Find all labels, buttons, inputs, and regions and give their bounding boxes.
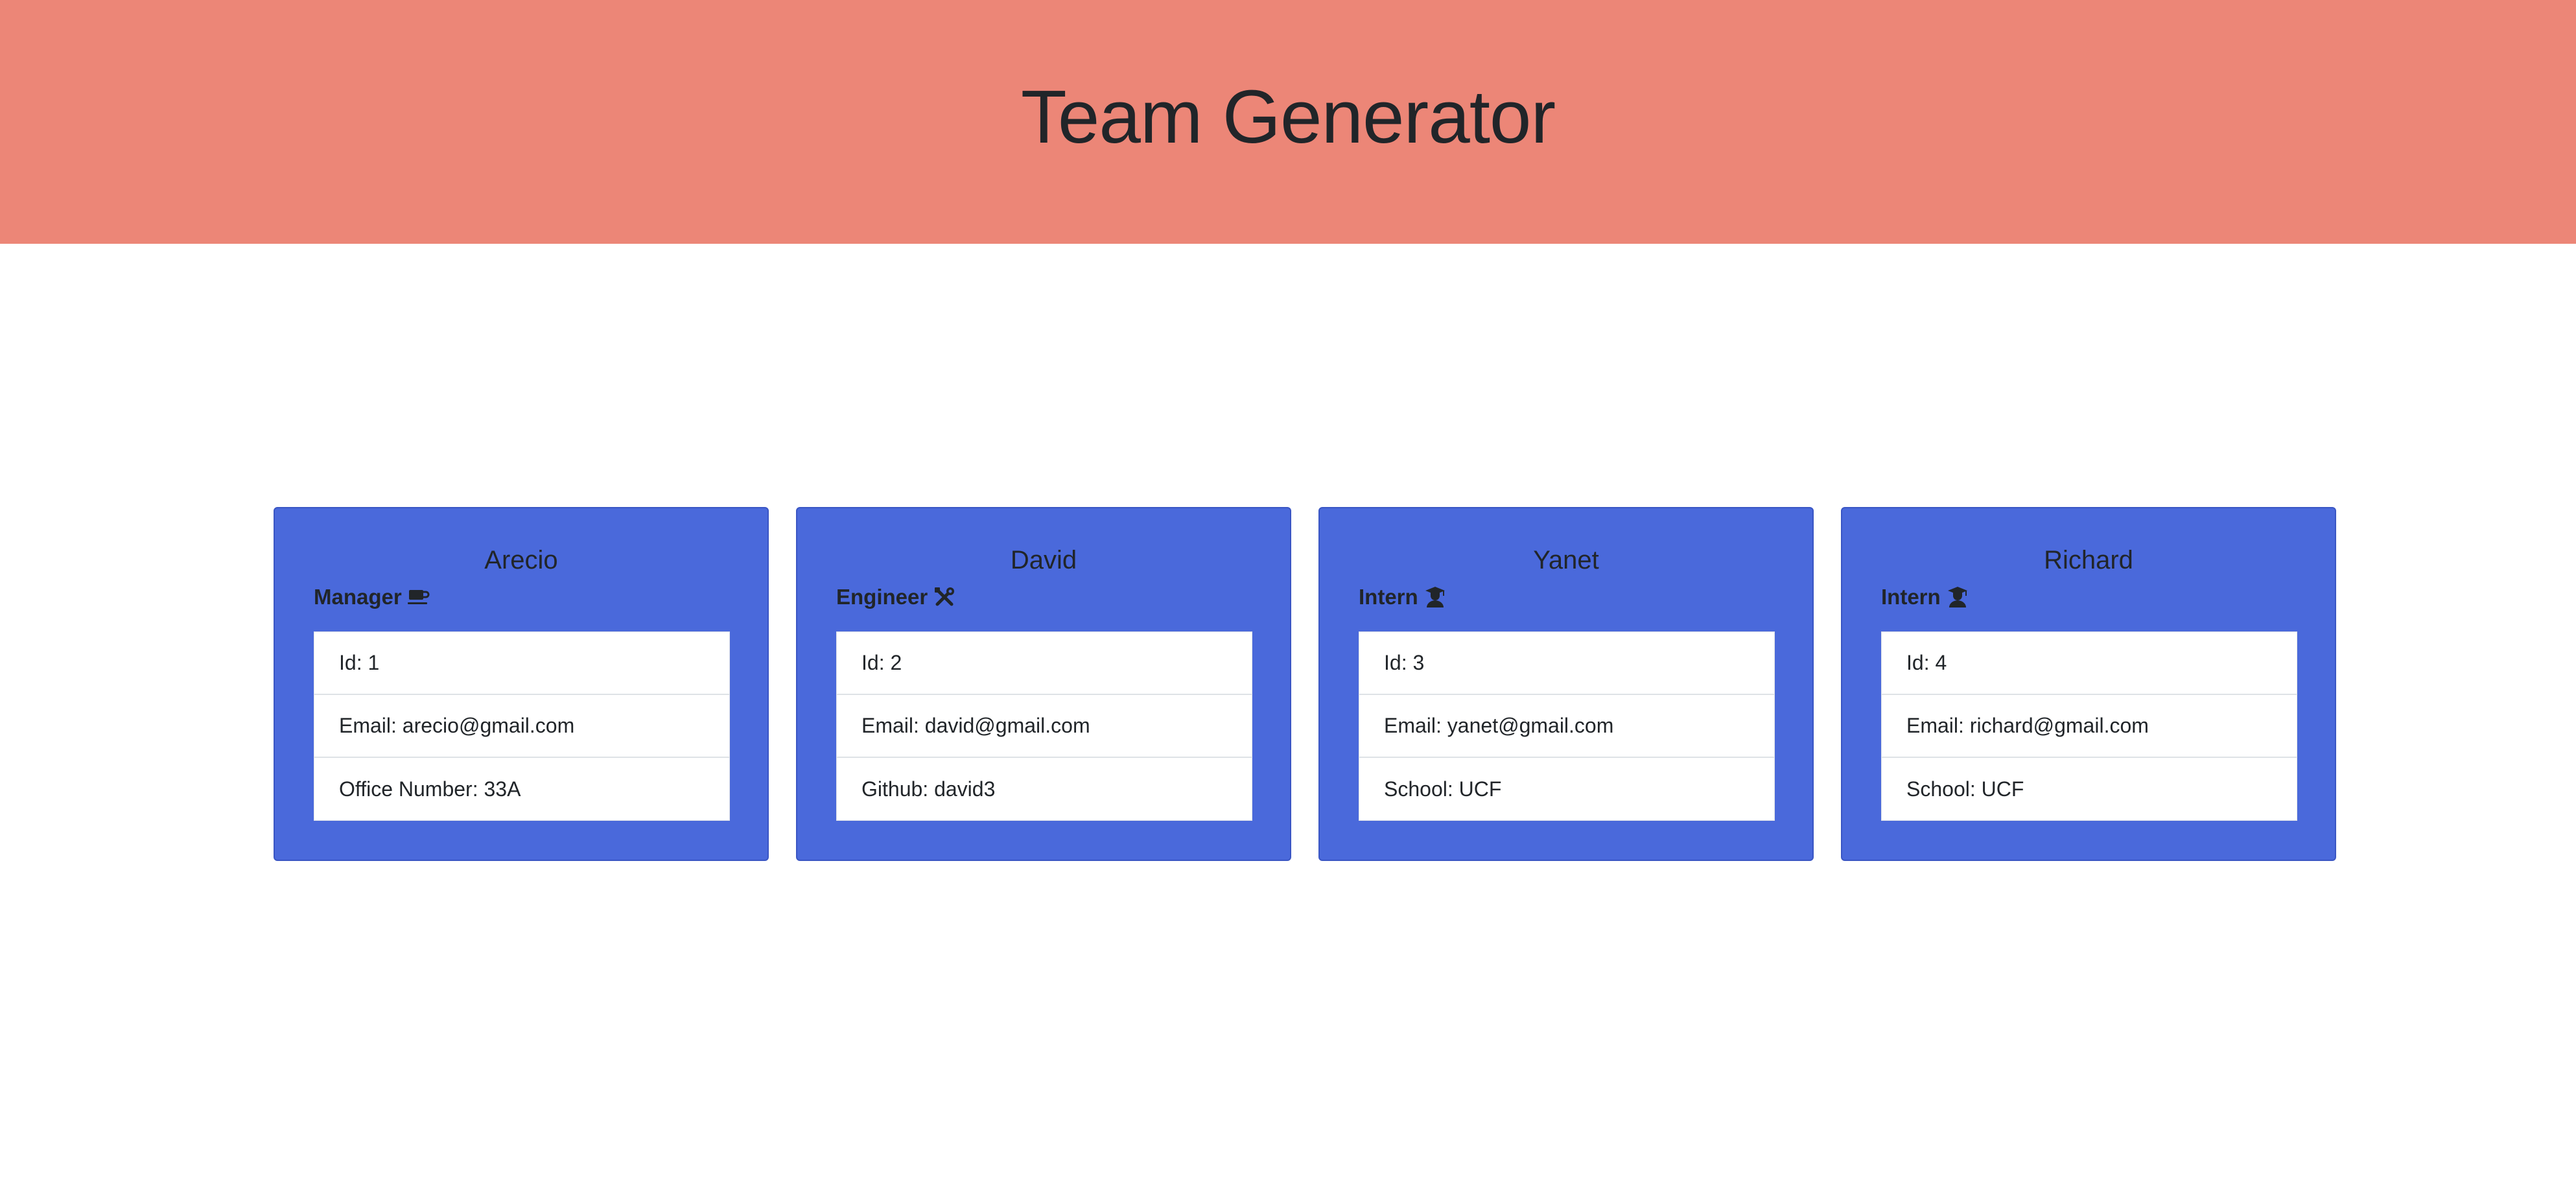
- employee-id: Id: 1: [314, 632, 729, 695]
- employee-office-number: Office Number: 33A: [339, 777, 521, 801]
- employee-role: Manager: [314, 585, 432, 609]
- employee-email: Email: david@gmail.com: [837, 695, 1252, 758]
- page-title: Team Generator: [1020, 75, 1556, 159]
- employee-card-engineer: David Engineer Id: 2 Email: david@gmail.…: [796, 507, 1291, 861]
- employee-role: Intern: [1881, 585, 1971, 609]
- employee-name: Richard: [2044, 546, 2133, 574]
- employee-card-manager: Arecio Manager Id: 1 Email: arecio@gmail…: [274, 507, 769, 861]
- coffee-mug-icon: [406, 585, 432, 609]
- employee-name: Yanet: [1533, 546, 1599, 574]
- page-header: Team Generator: [0, 0, 2576, 244]
- employee-details-list: Id: 4 Email: richard@gmail.com School: U…: [1881, 631, 2297, 821]
- employee-id: Id: 4: [1882, 632, 2297, 695]
- employee-details-list: Id: 3 Email: yanet@gmail.com School: UCF: [1359, 631, 1775, 821]
- graduate-icon: [1945, 585, 1971, 609]
- employee-details-list: Id: 2 Email: david@gmail.com Github: dav…: [836, 631, 1252, 821]
- employee-role-label: Intern: [1359, 585, 1418, 609]
- employee-role-label: Intern: [1881, 585, 1941, 609]
- employee-email: Email: yanet@gmail.com: [1359, 695, 1774, 758]
- employee-id: Id: 2: [837, 632, 1252, 695]
- employee-email: Email: arecio@gmail.com: [314, 695, 729, 758]
- employee-school: School: UCF: [1906, 777, 2024, 801]
- employee-role: Intern: [1359, 585, 1448, 609]
- team-cards-container: Arecio Manager Id: 1 Email: arecio@gmail…: [274, 507, 2337, 861]
- employee-card-intern: Yanet Intern Id: 3 Email: yanet@gmail.co…: [1318, 507, 1814, 861]
- employee-name: David: [1010, 546, 1077, 574]
- employee-role-label: Manager: [314, 585, 402, 609]
- employee-role: Engineer: [836, 585, 957, 609]
- employee-card-intern: Richard Intern Id: 4 Email: richard@gmai…: [1841, 507, 2336, 861]
- employee-school: School: UCF: [1384, 777, 1502, 801]
- graduate-icon: [1422, 585, 1448, 609]
- employee-id: Id: 3: [1359, 632, 1774, 695]
- employee-name: Arecio: [484, 546, 558, 574]
- employee-details-list: Id: 1 Email: arecio@gmail.com Office Num…: [314, 631, 730, 821]
- employee-role-label: Engineer: [836, 585, 928, 609]
- employee-email: Email: richard@gmail.com: [1882, 695, 2297, 758]
- employee-github: Github: david3: [861, 777, 996, 801]
- tools-icon: [931, 585, 957, 609]
